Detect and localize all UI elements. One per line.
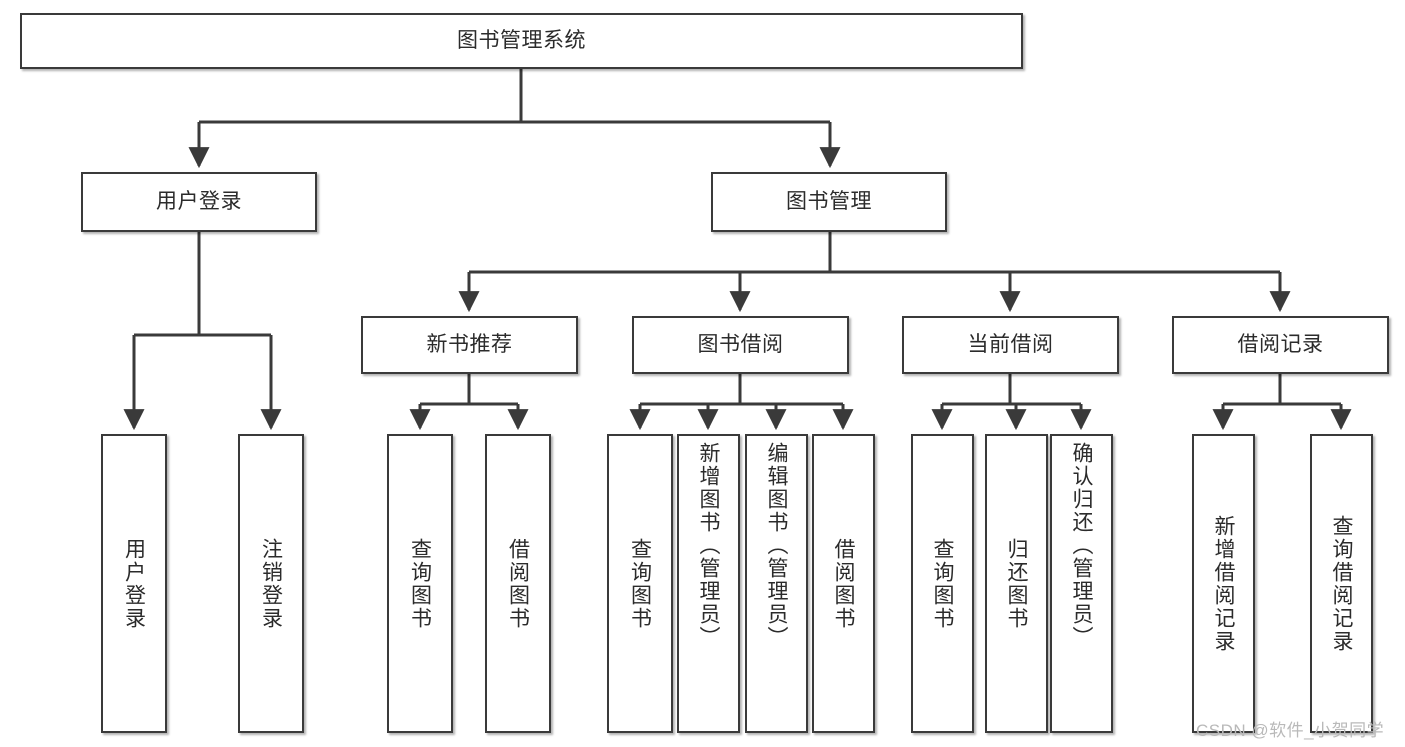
leaf-borrow-book-newbooks-label: 借阅图书 [506,537,530,630]
leaf-query-book-borrow[interactable]: 查询图书 [607,434,673,733]
leaf-add-borrow-record[interactable]: 新增借阅记录 [1192,434,1255,733]
leaf-query-book-newbooks-label: 查询图书 [408,537,432,630]
leaf-add-book-admin-label: 新增图书（管理员） [697,442,720,649]
leaf-query-book-newbooks[interactable]: 查询图书 [387,434,453,733]
leaf-borrow-book-label: 借阅图书 [832,537,855,630]
node-new-book-recommend[interactable]: 新书推荐 [361,316,578,374]
leaf-confirm-return-admin-label: 确认归还（管理员） [1070,442,1093,649]
node-user-login[interactable]: 用户登录 [81,172,317,232]
leaf-edit-book-admin-label: 编辑图书（管理员） [765,442,788,649]
leaf-add-book-admin[interactable]: 新增图书（管理员） [677,434,740,733]
leaf-confirm-return-admin[interactable]: 确认归还（管理员） [1050,434,1113,733]
node-borrow-records-label: 借阅记录 [1237,332,1324,356]
leaf-query-book-borrow-label: 查询图书 [628,537,652,630]
node-root-label: 图书管理系统 [457,28,586,52]
node-root[interactable]: 图书管理系统 [20,13,1023,69]
node-user-login-label: 用户登录 [156,189,242,213]
node-book-borrow-label: 图书借阅 [697,332,784,356]
node-borrow-records[interactable]: 借阅记录 [1172,316,1389,374]
node-current-borrow-label: 当前借阅 [967,332,1054,356]
node-book-borrow[interactable]: 图书借阅 [632,316,849,374]
node-current-borrow[interactable]: 当前借阅 [902,316,1119,374]
leaf-query-borrow-record[interactable]: 查询借阅记录 [1310,434,1373,733]
leaf-logout-login-label: 注销登录 [259,537,283,630]
leaf-return-book-label: 归还图书 [1005,537,1028,630]
leaf-logout-login[interactable]: 注销登录 [238,434,304,733]
node-book-management[interactable]: 图书管理 [711,172,947,232]
leaf-user-login-label: 用户登录 [122,537,146,630]
leaf-query-borrow-record-label: 查询借阅记录 [1330,514,1353,653]
node-book-management-label: 图书管理 [786,189,872,213]
leaf-query-book-current[interactable]: 查询图书 [911,434,974,733]
leaf-query-book-current-label: 查询图书 [931,537,954,630]
leaf-borrow-book[interactable]: 借阅图书 [812,434,875,733]
node-new-book-recommend-label: 新书推荐 [426,332,513,356]
watermark: CSDN @软件_小贺同学 [1196,721,1385,740]
leaf-user-login[interactable]: 用户登录 [101,434,167,733]
leaf-borrow-book-newbooks[interactable]: 借阅图书 [485,434,551,733]
leaf-return-book[interactable]: 归还图书 [985,434,1048,733]
leaf-edit-book-admin[interactable]: 编辑图书（管理员） [745,434,808,733]
leaf-add-borrow-record-label: 新增借阅记录 [1212,514,1235,653]
